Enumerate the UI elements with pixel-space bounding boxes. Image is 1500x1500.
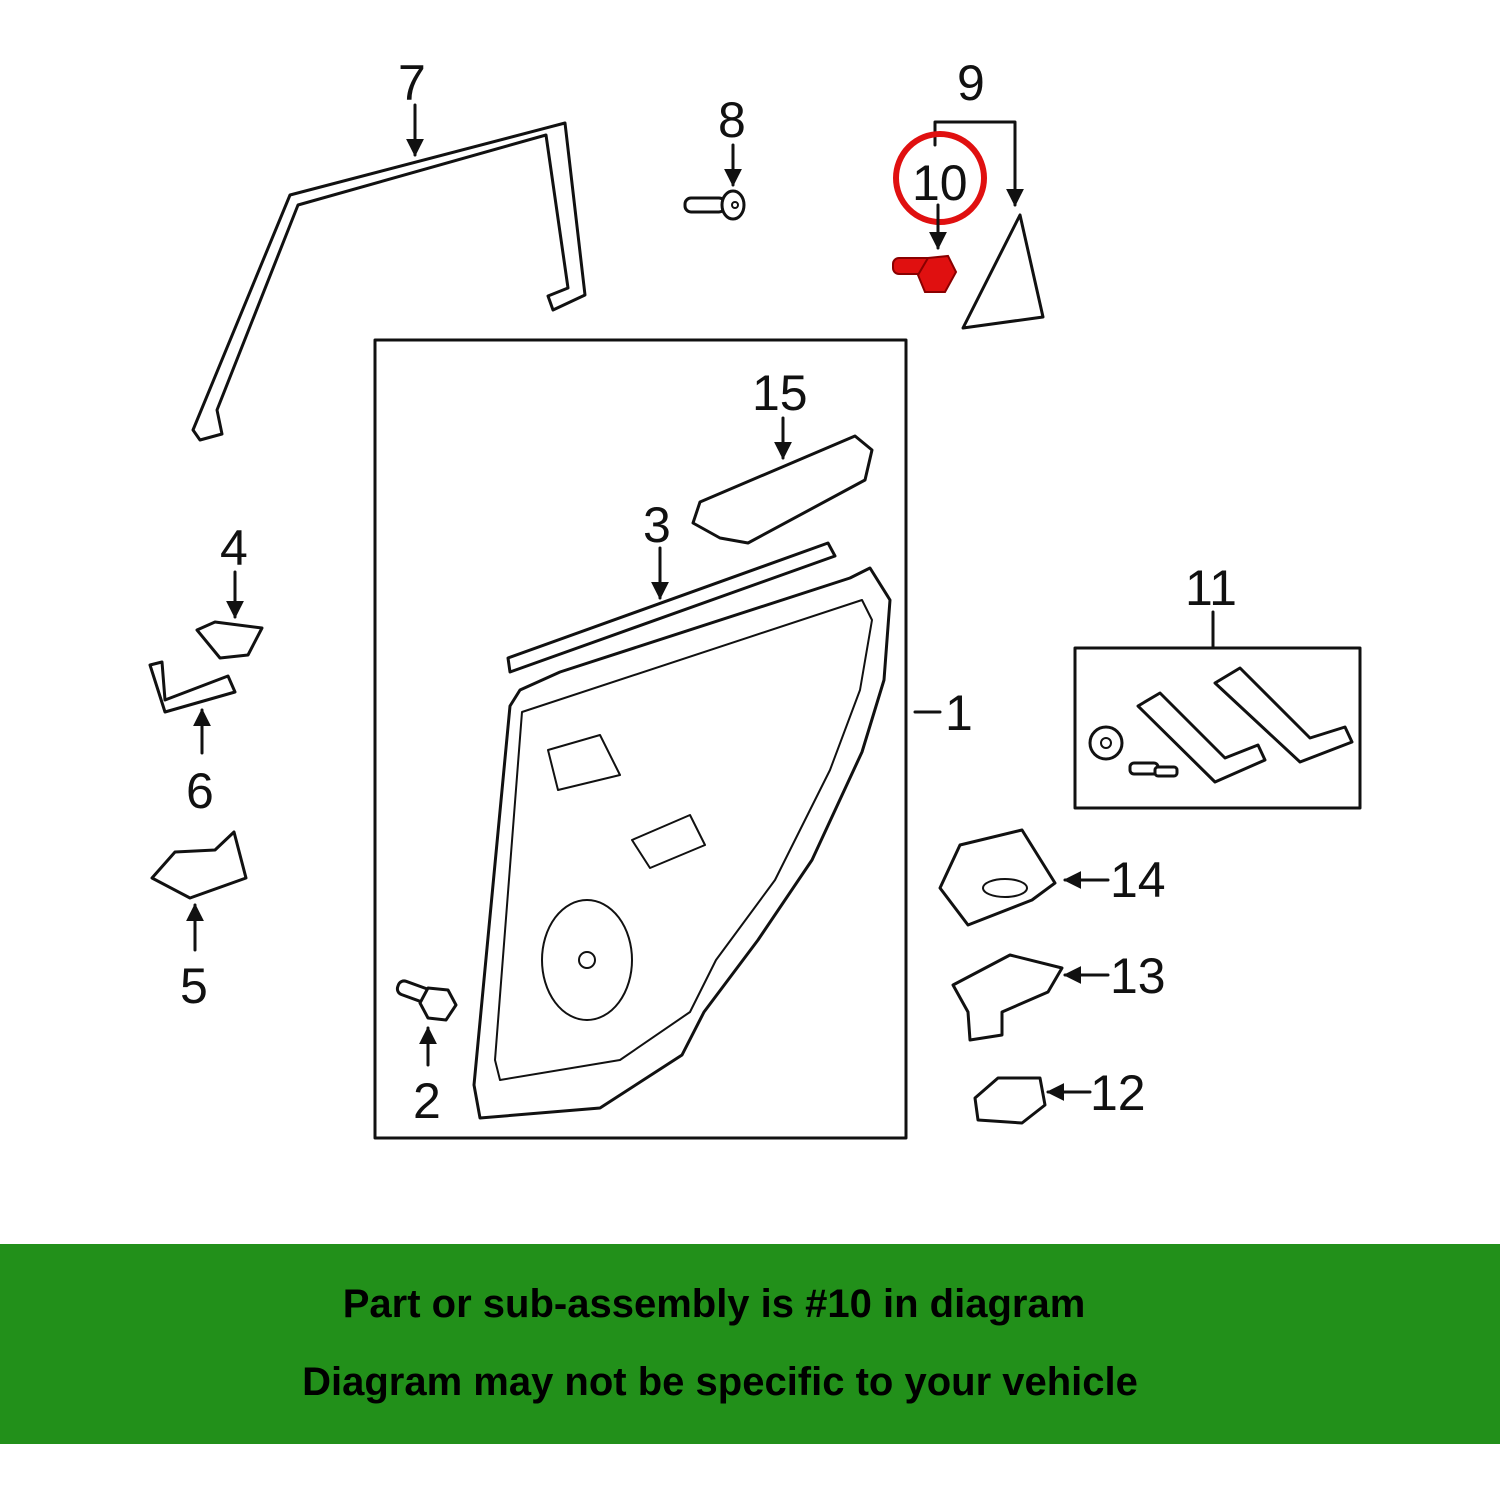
- part-3-weatherstrip: 3: [506, 497, 837, 674]
- part-8-bolt: 8: [683, 92, 746, 221]
- callout-1: 1: [945, 685, 973, 741]
- callout-8: 8: [718, 92, 746, 148]
- callout-6: 6: [186, 763, 214, 819]
- parts-diagram: 7 8 9 10 1 3: [148, 55, 1362, 1140]
- callout-13: 13: [1110, 948, 1166, 1004]
- part-9-corner-trim: 9: [933, 55, 1045, 330]
- callout-10: 10: [912, 155, 968, 211]
- part-13-bracket: 13: [951, 948, 1166, 1042]
- callout-4: 4: [220, 520, 248, 576]
- callout-11: 11: [1185, 560, 1237, 616]
- part-4-clip: 4: [195, 520, 264, 660]
- callout-14: 14: [1110, 852, 1166, 908]
- info-banner: Part or sub-assembly is #10 in diagram D…: [0, 1244, 1500, 1444]
- part-7-window-molding: 7: [191, 55, 587, 442]
- highlight-circle: [893, 131, 987, 225]
- part-5-bracket: 5: [150, 830, 248, 1014]
- callout-15: 15: [752, 365, 808, 421]
- part-10-bolt-highlighted: 10: [892, 131, 987, 293]
- callout-5: 5: [180, 958, 208, 1014]
- callout-3: 3: [643, 497, 671, 553]
- banner-line-part-number: Part or sub-assembly is #10 in diagram: [342, 1282, 1086, 1326]
- part-15-armrest: 15: [691, 365, 874, 545]
- part-11-clip-kit: 11: [1073, 560, 1362, 810]
- part-12-clip: 12: [973, 1065, 1146, 1125]
- part-14-bracket: 14: [938, 828, 1166, 927]
- callout-2: 2: [413, 1073, 441, 1129]
- banner-line-disclaimer: Diagram may not be specific to your vehi…: [302, 1360, 1138, 1404]
- callout-12: 12: [1090, 1065, 1146, 1121]
- part-1-door-trim-panel: 1: [373, 338, 973, 1140]
- part-6-bracket: 6: [148, 660, 237, 819]
- part-2-bolt: 2: [395, 979, 458, 1129]
- callout-9: 9: [957, 55, 985, 111]
- callout-7: 7: [398, 55, 426, 111]
